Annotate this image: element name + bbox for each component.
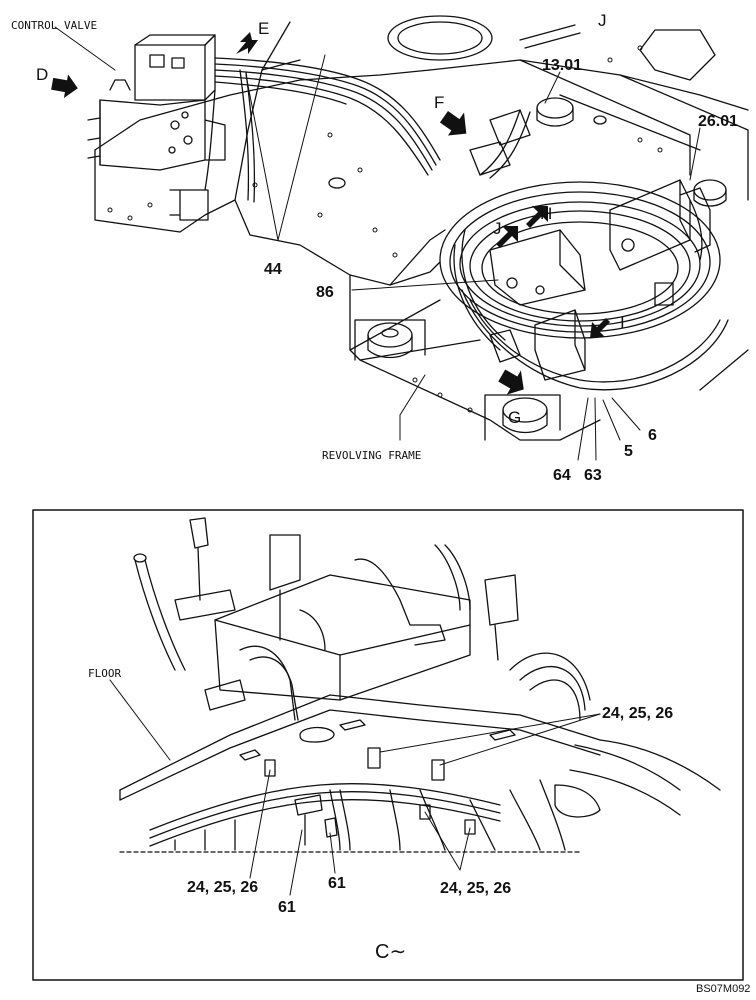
view-arrow-d-label: D: [36, 65, 49, 84]
bottom-view: [109, 517, 721, 896]
view-arrow-j-label: J: [493, 219, 502, 238]
drawing-code-label: BS07M092: [696, 983, 751, 995]
view-arrow-j-top-label: J: [598, 11, 607, 30]
view-arrow-f-label: F: [434, 93, 445, 112]
part-64-label: 64: [553, 467, 571, 484]
view-arrow-g-label: G: [508, 408, 522, 427]
bolt-holes: [107, 45, 663, 413]
part-63-label: 63: [584, 467, 602, 484]
part-61-right-label: 61: [328, 875, 346, 892]
valve-blocks-top: [489, 179, 711, 381]
floor-label: FLOOR: [88, 667, 122, 680]
view-arrow-h-label: H: [540, 204, 553, 223]
access-covers: [328, 15, 716, 189]
part-24-25-26-top-label: 24, 25, 26: [602, 705, 674, 722]
part-6-label: 6: [648, 427, 657, 444]
part-61-left-label: 61: [278, 899, 296, 916]
view-arrows: [51, 32, 610, 395]
part-13-01-label: 13.01: [542, 57, 583, 74]
view-c-label: C∼: [375, 941, 407, 963]
view-arrow-i-label: I: [620, 313, 625, 332]
part-24-25-26-left-label: 24, 25, 26: [187, 879, 259, 896]
detail-view-frame: [32, 509, 744, 981]
hose-pipe-rear: [479, 109, 703, 261]
view-arrow-e-label: E: [258, 19, 270, 38]
part-26-01-label: 26.01: [698, 113, 739, 130]
part-24-25-26-right-label: 24, 25, 26: [440, 880, 512, 897]
control-valve-label: CONTROL VALVE: [11, 19, 98, 32]
hose-bundle-rear: [204, 57, 441, 203]
mount-pads: [354, 97, 727, 441]
leader-lines-top: [54, 26, 701, 461]
control-valve-block: [87, 34, 226, 221]
part-86-label: 86: [316, 284, 334, 301]
top-view: [54, 15, 749, 461]
revolving-frame-label: REVOLVING FRAME: [322, 449, 422, 462]
part-44-label: 44: [264, 261, 282, 278]
part-5-label: 5: [624, 443, 633, 460]
